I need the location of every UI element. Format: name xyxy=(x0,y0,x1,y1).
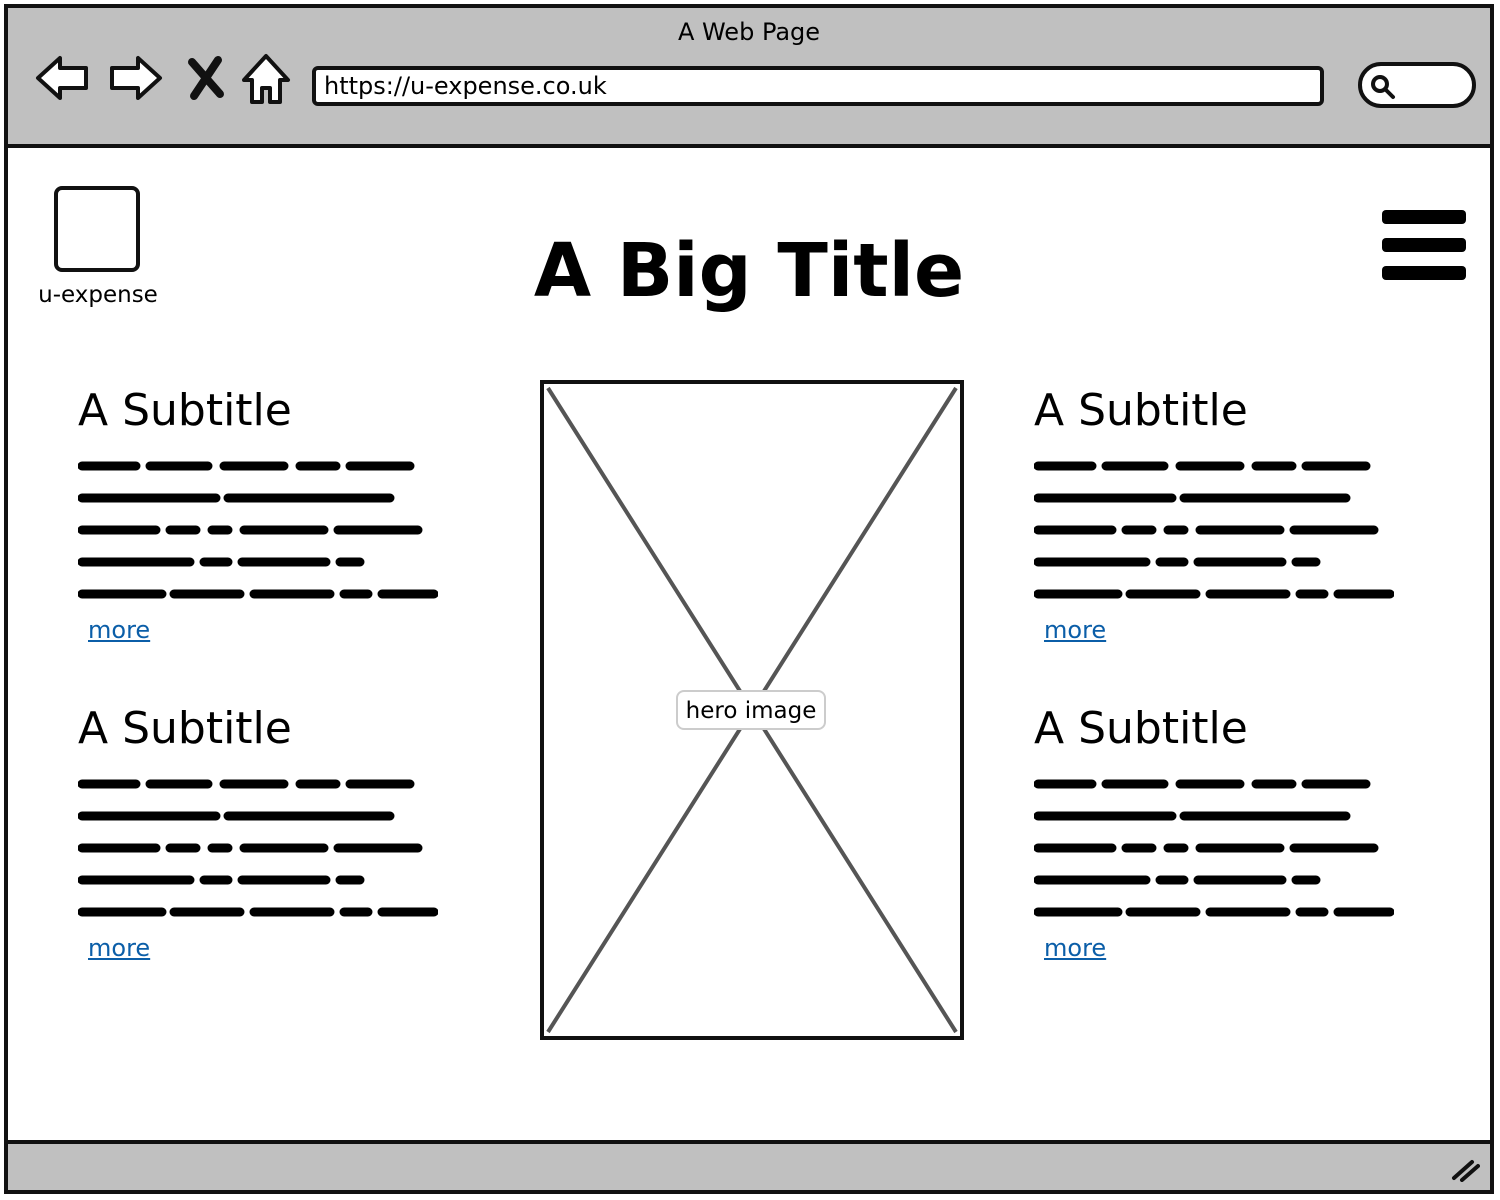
hamburger-menu-icon[interactable] xyxy=(1382,210,1466,280)
browser-window: A Web Page https://u-expense.co.uk u-exp… xyxy=(4,4,1494,1194)
more-link[interactable]: more xyxy=(88,934,151,962)
more-link[interactable]: more xyxy=(1044,616,1107,644)
close-icon[interactable] xyxy=(184,48,228,108)
content-section: A Subtitle more xyxy=(1033,384,1474,644)
placeholder-text-scribble xyxy=(77,461,439,599)
search-icon xyxy=(1371,75,1395,99)
browser-toolbar: A Web Page https://u-expense.co.uk xyxy=(8,8,1490,148)
window-title: A Web Page xyxy=(677,18,821,46)
content-section: A Subtitle more xyxy=(77,384,518,644)
content-section: A Subtitle more xyxy=(77,702,518,962)
logo-label: u-expense xyxy=(38,282,158,308)
logo-image[interactable] xyxy=(54,186,140,272)
page-content: u-expense A Big Title A Subtitle more A … xyxy=(8,148,1490,1144)
hero-image-placeholder: hero image xyxy=(540,380,964,1040)
placeholder-text-scribble xyxy=(1033,779,1395,917)
forward-arrow-icon[interactable] xyxy=(106,48,166,108)
page-title: A Big Title xyxy=(533,228,965,314)
placeholder-text-scribble xyxy=(77,779,439,917)
placeholder-text-scribble xyxy=(1033,461,1395,599)
back-arrow-icon[interactable] xyxy=(32,48,92,108)
section-subtitle: A Subtitle xyxy=(78,385,292,436)
section-subtitle: A Subtitle xyxy=(1034,703,1248,754)
status-bar xyxy=(8,1140,1490,1190)
section-subtitle: A Subtitle xyxy=(1034,385,1248,436)
more-link[interactable]: more xyxy=(88,616,151,644)
home-icon[interactable] xyxy=(236,48,296,108)
more-link[interactable]: more xyxy=(1044,934,1107,962)
browser-search-field[interactable] xyxy=(1358,62,1476,108)
resize-grip-icon[interactable] xyxy=(1450,1156,1480,1182)
section-subtitle: A Subtitle xyxy=(78,703,292,754)
url-input[interactable]: https://u-expense.co.uk xyxy=(312,66,1324,106)
hero-image-label: hero image xyxy=(676,690,826,730)
content-section: A Subtitle more xyxy=(1033,702,1474,962)
